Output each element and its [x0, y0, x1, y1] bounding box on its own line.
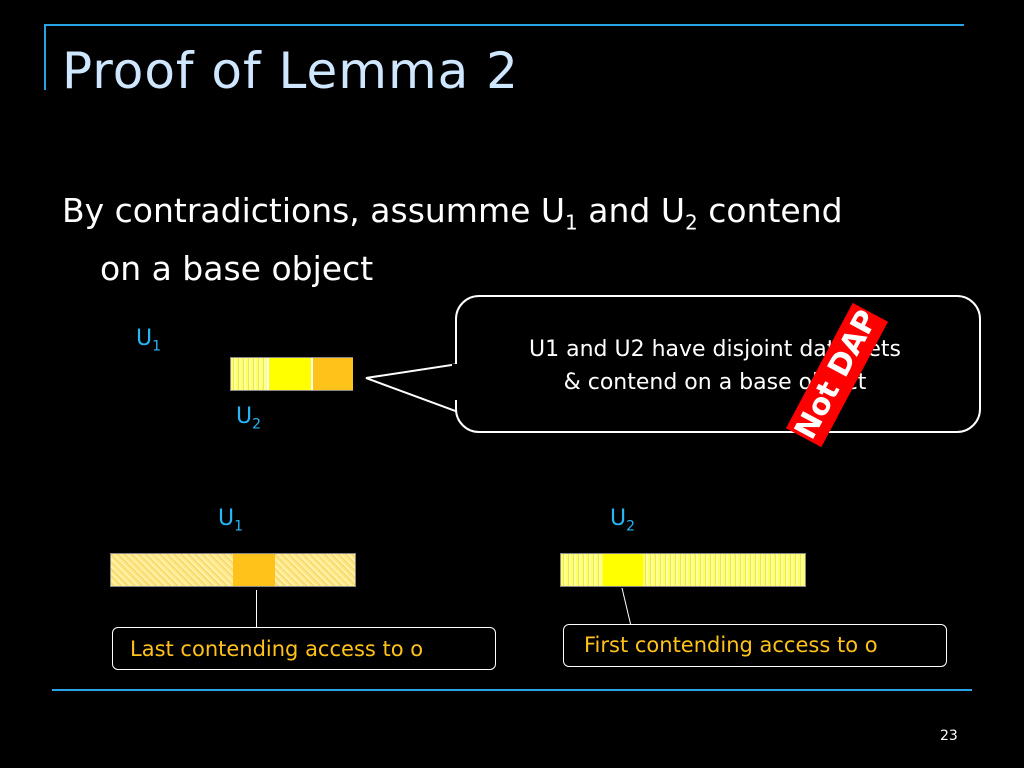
top-rule-vertical: [44, 24, 46, 90]
slide-title: Proof of Lemma 2: [62, 42, 519, 100]
subscript: 2: [685, 210, 698, 235]
callout-line-1: U1 and U2 have disjoint data sets: [529, 337, 901, 362]
subscript: 1: [152, 338, 162, 355]
bottom-left-bar: [110, 553, 356, 587]
top-bar-yellow-segment: [269, 358, 311, 390]
bottom-left-box: [112, 627, 496, 670]
body-text-part: and U: [577, 191, 685, 230]
callout-box: [455, 295, 981, 433]
bottom-left-hatched-segment: [275, 554, 355, 586]
subscript: 1: [234, 518, 244, 535]
bottom-right-box-text: First contending access to o: [584, 633, 878, 657]
u1-label-bottom: U1: [218, 506, 243, 534]
top-bar-orange-segment: [313, 358, 353, 390]
callout-line-2: & contend on a base object: [563, 370, 867, 395]
u-text: U: [136, 326, 153, 351]
bottom-right-box: [563, 624, 947, 667]
u1-label-top: U1: [136, 326, 161, 354]
bottom-rule: [52, 689, 972, 691]
u-text: U: [236, 404, 253, 429]
top-bar-divider: [267, 358, 269, 390]
callout-text: U1 and U2 have disjoint data sets & cont…: [470, 333, 960, 399]
top-bar-divider: [311, 358, 313, 390]
bottom-left-connector: [256, 590, 257, 628]
bottom-left-hatched-segment: [111, 554, 233, 586]
bottom-right-connector: [621, 588, 632, 627]
subscript: 2: [252, 416, 262, 433]
top-bar-hatched-segment: [231, 358, 267, 390]
callout-joint-cover: [452, 364, 460, 400]
subscript: 1: [565, 210, 578, 235]
page-number: 23: [940, 728, 958, 744]
bottom-left-orange-segment: [233, 554, 275, 586]
u-text: U: [610, 506, 627, 531]
top-bar: [230, 357, 353, 391]
body-line-1: By contradictions, assumme U1 and U2 con…: [62, 188, 942, 246]
bottom-right-hatched-segment: [643, 554, 805, 586]
subscript: 2: [626, 518, 636, 535]
body-text-part: By contradictions, assumme U: [62, 191, 566, 230]
u-text: U: [218, 506, 235, 531]
body-text: By contradictions, assumme U1 and U2 con…: [62, 188, 942, 292]
bottom-right-bar: [560, 553, 806, 587]
body-line-2: on a base object: [100, 248, 374, 288]
bottom-left-box-text: Last contending access to o: [130, 637, 424, 661]
top-rule: [44, 24, 964, 26]
bottom-right-yellow-segment: [603, 554, 643, 586]
body-text-part: contend: [697, 191, 843, 230]
bottom-right-hatched-segment: [561, 554, 603, 586]
u2-label-top: U2: [236, 404, 261, 432]
u2-label-bottom: U2: [610, 506, 635, 534]
